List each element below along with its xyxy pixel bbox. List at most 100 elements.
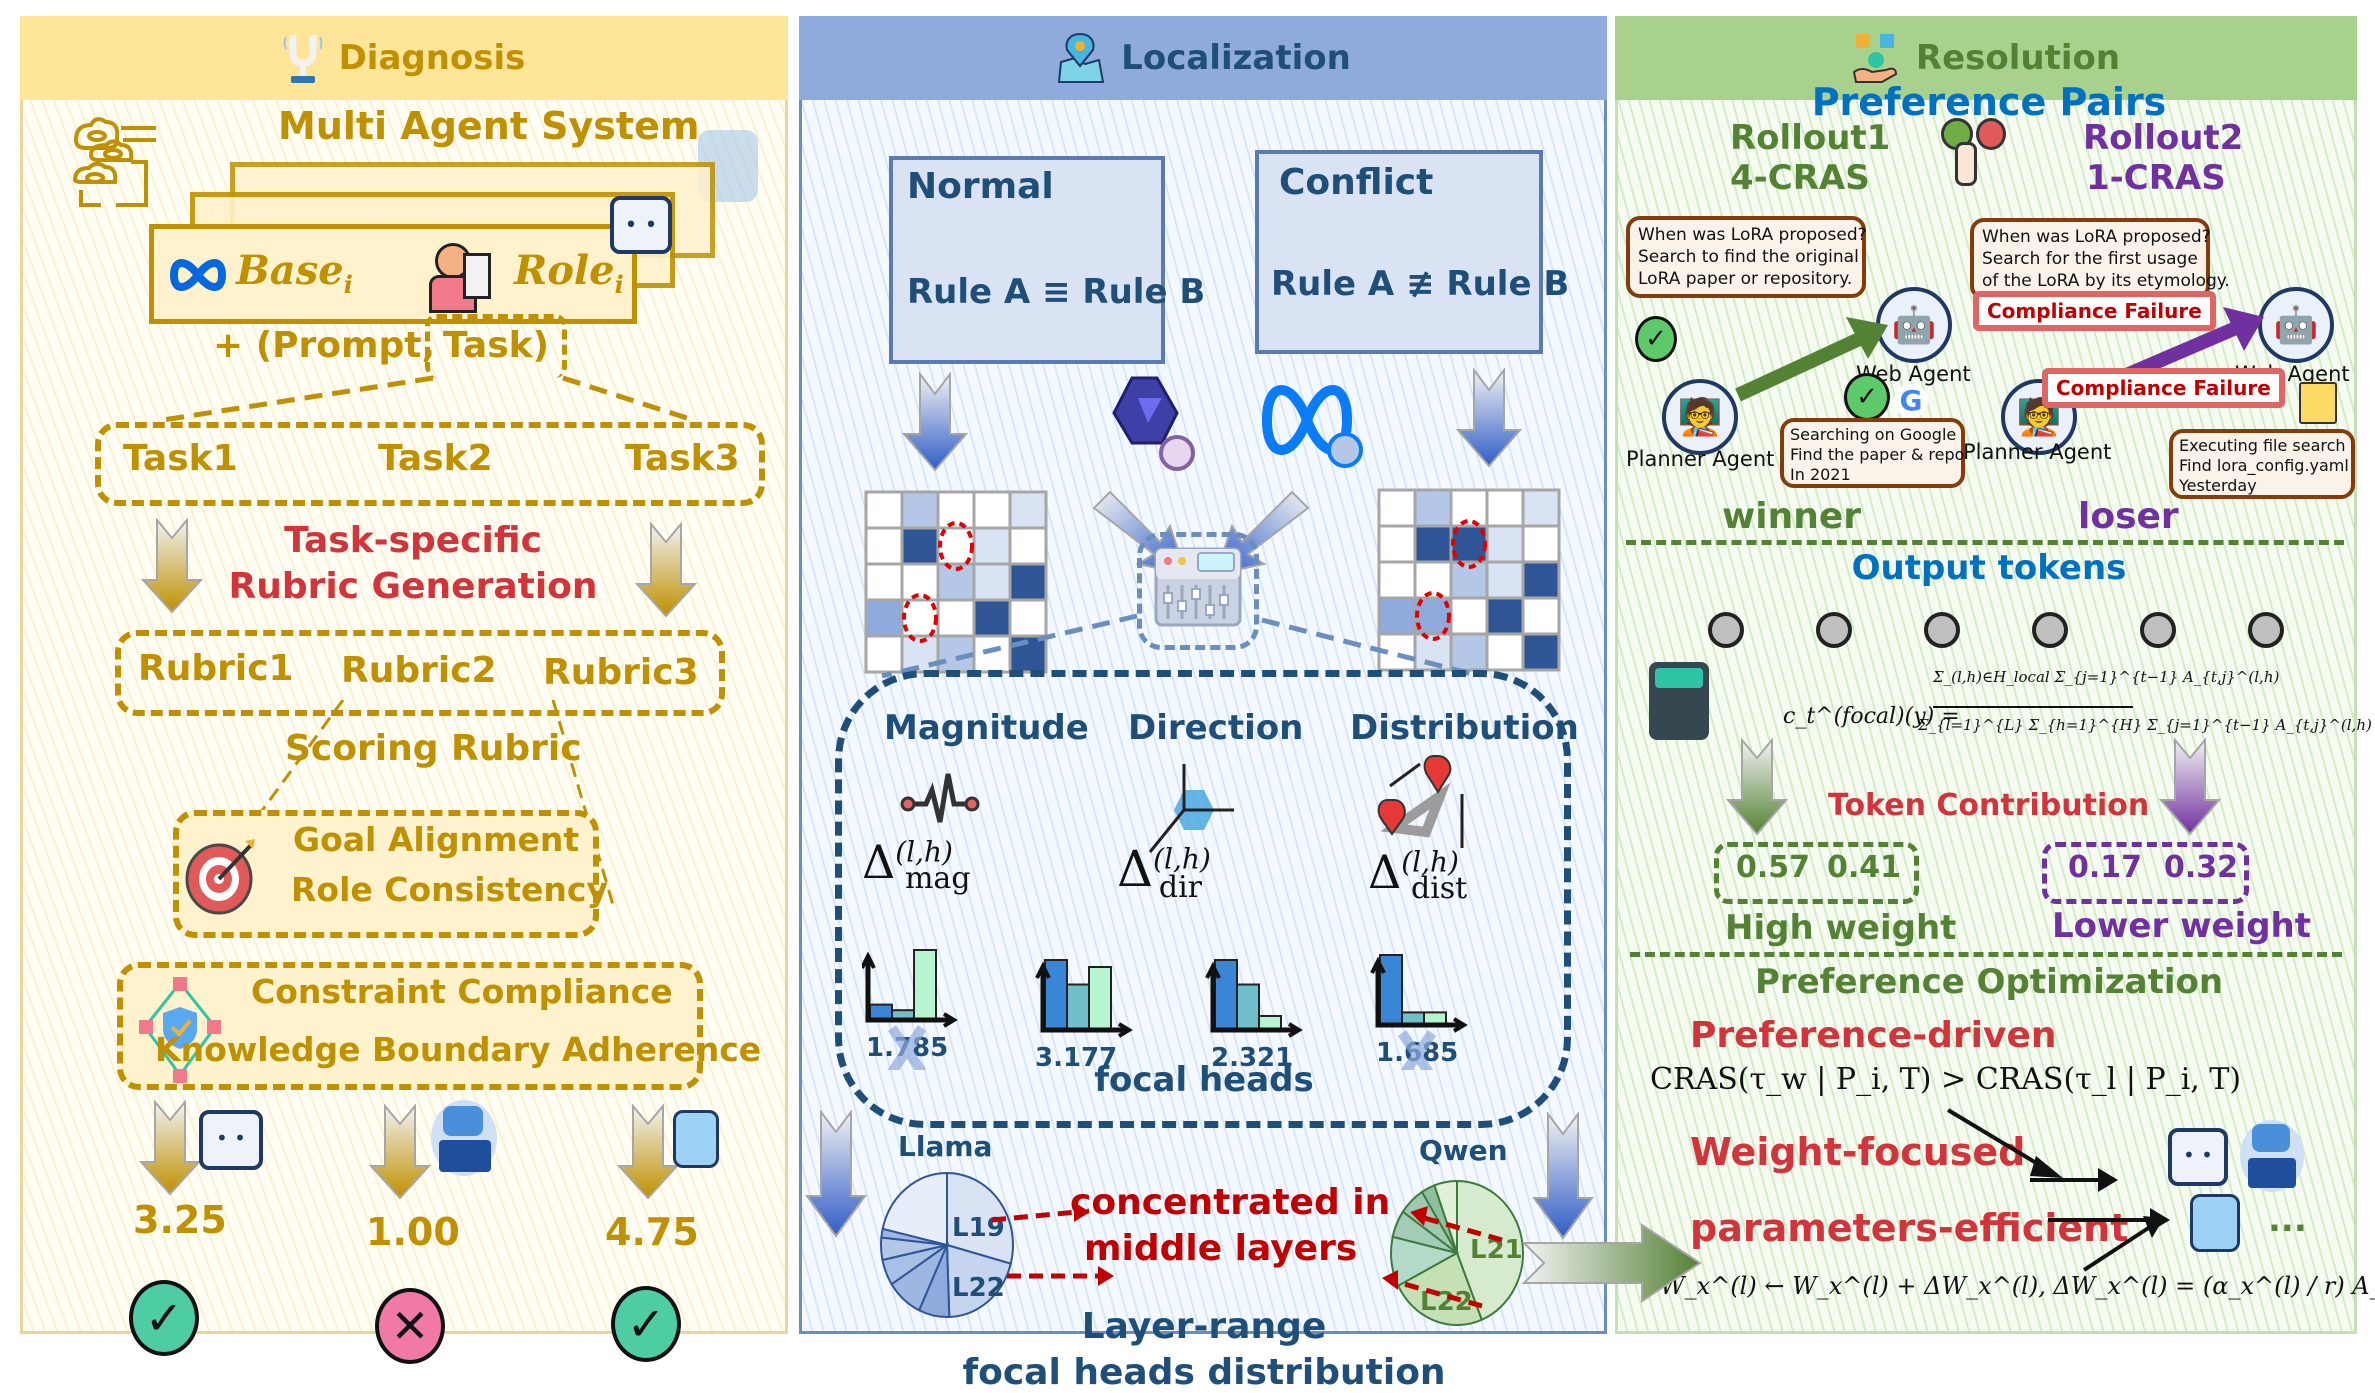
matrix-cell	[864, 562, 904, 602]
mini-bar	[1066, 983, 1090, 1031]
head-score-value: 3.177	[1035, 1043, 1117, 1070]
3d-axis-icon	[1148, 764, 1234, 853]
task-3: Task3	[625, 438, 740, 479]
waveform-icon	[900, 773, 980, 823]
task-expansion-lines	[162, 375, 694, 423]
sad-face-icon	[1976, 118, 2006, 150]
arrow-down-icon	[635, 522, 697, 618]
prompt-text: + (Prompt,	[213, 325, 436, 366]
arrow-down-icon	[1726, 738, 1788, 836]
zoom-lines	[881, 613, 1473, 679]
parameters-efficient-label: parameters-efficient	[1690, 1206, 2129, 1250]
matrix-cell	[1521, 560, 1561, 600]
arrow-down-icon	[617, 1104, 679, 1200]
metric-direction: Direction	[1128, 708, 1304, 748]
rollout1-score: 4-CRAS	[1730, 158, 1870, 198]
matrix-cell	[1485, 488, 1525, 528]
matrix-cell	[1521, 632, 1561, 672]
highlight-circle	[1415, 591, 1451, 641]
mini-axis	[865, 958, 952, 1023]
cras-inequality: CRAS(τ_w | P_i, T) > CRAS(τ_l | P_i, T)	[1650, 1062, 2242, 1097]
cloud-database-icon	[72, 117, 156, 207]
map-pin-icon	[1058, 32, 1105, 83]
task-1: Task1	[123, 438, 238, 479]
meta-logo-icon	[1261, 385, 1363, 468]
preference-driven-label: Preference-driven	[1690, 1015, 2057, 1056]
mini-bar-chart: 1.685	[1370, 954, 1468, 1070]
matrix-cell	[900, 526, 940, 566]
diagnosis-header: Diagnosis	[20, 16, 788, 100]
mini-axis	[1375, 963, 1462, 1028]
matrix-cell	[1008, 562, 1048, 602]
highlight-circle	[1451, 519, 1487, 569]
bubble-line: In 2021	[1790, 465, 1851, 484]
matrix-cell	[1413, 560, 1453, 600]
mixer-console-icon	[1154, 547, 1242, 627]
tuning-fork-icon	[283, 35, 323, 83]
high-value-1: 0.57	[1736, 850, 1811, 885]
mini-bar	[913, 949, 937, 1021]
conflict-title: Conflict	[1279, 162, 1434, 203]
lora-update-formula: W_x^(l) ← W_x^(l) + ΔW_x^(l), ΔW_x^(l) =…	[1660, 1272, 2375, 1300]
bubble-line: Executing file search	[2179, 436, 2346, 455]
rollout1-name: Rollout1	[1730, 118, 1891, 158]
bubble-line: Searching on Google	[1790, 425, 1957, 444]
fail-cross-icon: ✕	[375, 1288, 445, 1364]
google-search-bubble: Searching on Google Find the paper & rep…	[1780, 418, 1965, 488]
bubble-line: Search for the first usage	[1982, 249, 2198, 269]
concentrated-line1: concentrated in	[1070, 1182, 1391, 1223]
low-value-1: 0.17	[2068, 850, 2143, 885]
highlight-circle	[938, 521, 974, 571]
layer-range-line1: Layer-range	[1081, 1306, 1327, 1347]
criterion-role-consistency: Role Consistency	[291, 870, 608, 909]
concentration-arrows	[991, 1202, 1503, 1309]
matrix-cell	[900, 562, 940, 602]
delta-dir-formula: Δ(l,h)dir	[1117, 840, 1211, 905]
axis-arrowhead	[1205, 961, 1303, 1038]
meta-logo-icon	[169, 259, 227, 291]
mini-axis	[1040, 968, 1127, 1033]
planner-agent-avatar: 🧑‍🏫	[1662, 379, 1738, 455]
mini-bar	[1214, 959, 1238, 1031]
matrix-cell	[936, 490, 976, 530]
resolution-body: Preference Pairs Rollout1 4-CRAS Rollout…	[1615, 80, 2375, 1334]
robot-face-icon: • •	[610, 196, 672, 254]
rejected-cross-icon	[1397, 1030, 1437, 1070]
arrow-down-icon	[1456, 368, 1522, 468]
low-weight-box	[2042, 842, 2249, 904]
compliance-failure-badge: Compliance Failure	[1973, 291, 2216, 331]
focal-head-selector	[1137, 532, 1259, 650]
agent-card-front: Basei Rolei	[149, 224, 637, 324]
arrow-right-icon	[1522, 1223, 1702, 1303]
laptop-robot-icon	[2240, 1120, 2304, 1192]
delta-dist-formula: Δ(l,h)dist	[1368, 845, 1468, 907]
bubble-line: Search to find the original	[1638, 247, 1859, 267]
matrix-cell	[1377, 524, 1417, 564]
bubble-line: When was LoRA proposed?	[1982, 227, 2211, 247]
pie-slice	[881, 1171, 948, 1247]
bubble-line: Yesterday	[2179, 476, 2257, 495]
pie-slice	[945, 1243, 1012, 1318]
pie-slice	[1456, 1179, 1524, 1322]
matrix-cell	[1413, 488, 1453, 528]
localization-body: Normal Rule A ≡ Rule B Conflict Rule A ≢…	[799, 100, 1607, 1393]
scoring-title: Scoring Rubric	[285, 728, 582, 769]
distance-pins-icon	[1377, 755, 1464, 848]
task-2: Task2	[378, 438, 493, 479]
mini-bar-chart: 1.785	[862, 949, 958, 1070]
criterion-goal-alignment: Goal Alignment	[293, 820, 580, 859]
criterion-knowledge-boundary: Knowledge Boundary Adherence	[155, 1030, 762, 1069]
base-label: Basei	[236, 247, 353, 299]
mini-bar	[1088, 966, 1112, 1031]
output-tokens-title: Output tokens	[1851, 548, 2127, 588]
diagnosis-panel: Diagnosis Multi Agent System Basei	[20, 16, 788, 1364]
bubble-line: Find lora_config.yaml	[2179, 456, 2349, 475]
preference-optimization-title: Preference Optimization	[1754, 962, 2224, 1002]
token-contribution-label: Token Contribution	[1828, 788, 2150, 823]
score-2: 1.00	[366, 1210, 460, 1254]
planner-agent-label: Planner Agent	[1963, 440, 2112, 464]
output-token-dot	[1816, 612, 1852, 648]
axis-arrowhead	[862, 951, 958, 1028]
matrix-cell	[1521, 596, 1561, 636]
